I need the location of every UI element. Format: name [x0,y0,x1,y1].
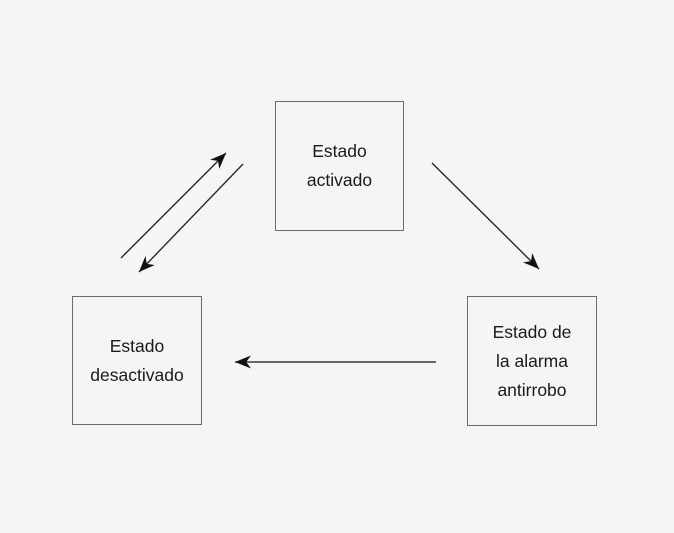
node-label: Estado [312,141,367,161]
node-label: activado [306,170,373,190]
node-estado-desactivado: Estado desactivado [72,296,202,425]
node-estado-activado: Estado activado [275,101,404,231]
node-label: la alarma [496,350,568,371]
node-label: Estado [109,335,165,356]
arrow-activado-to-alarma [431,162,540,270]
node-label: antirrobo [497,379,567,400]
node-label: desactivado [90,364,184,385]
arrow-activado-to-desactivado [138,163,244,273]
node-label: Estado de [492,321,572,342]
arrow-desactivado-to-activado [120,152,227,259]
node-estado-alarma-antirrobo: Estado de la alarma antirrobo [467,296,597,426]
